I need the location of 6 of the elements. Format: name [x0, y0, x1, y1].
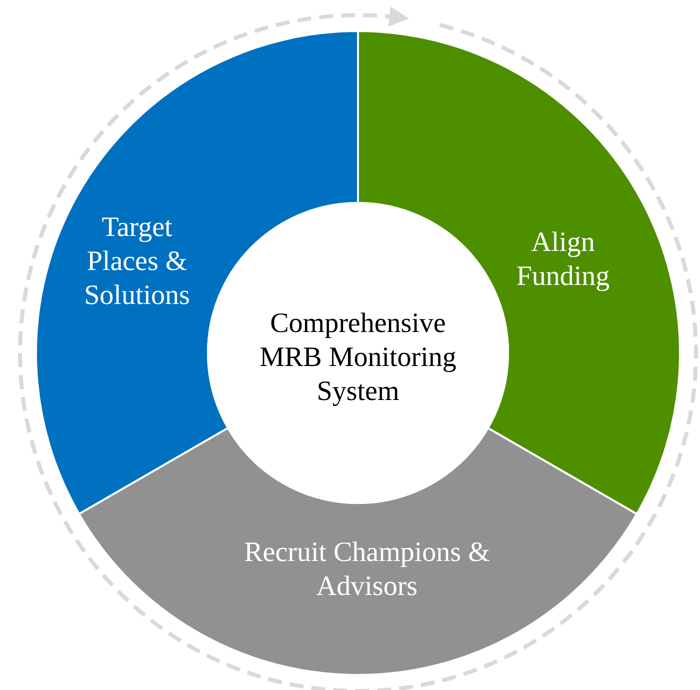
segment-label: Target Places & Solutions	[83, 211, 191, 313]
segment	[79, 428, 637, 675]
segment-label: Comprehensive MRB Monitoring System	[258, 307, 458, 409]
segment-label: Align Funding	[515, 226, 611, 294]
center-circle	[208, 203, 508, 503]
segment-label: Recruit Champions & Advisors	[243, 536, 491, 604]
